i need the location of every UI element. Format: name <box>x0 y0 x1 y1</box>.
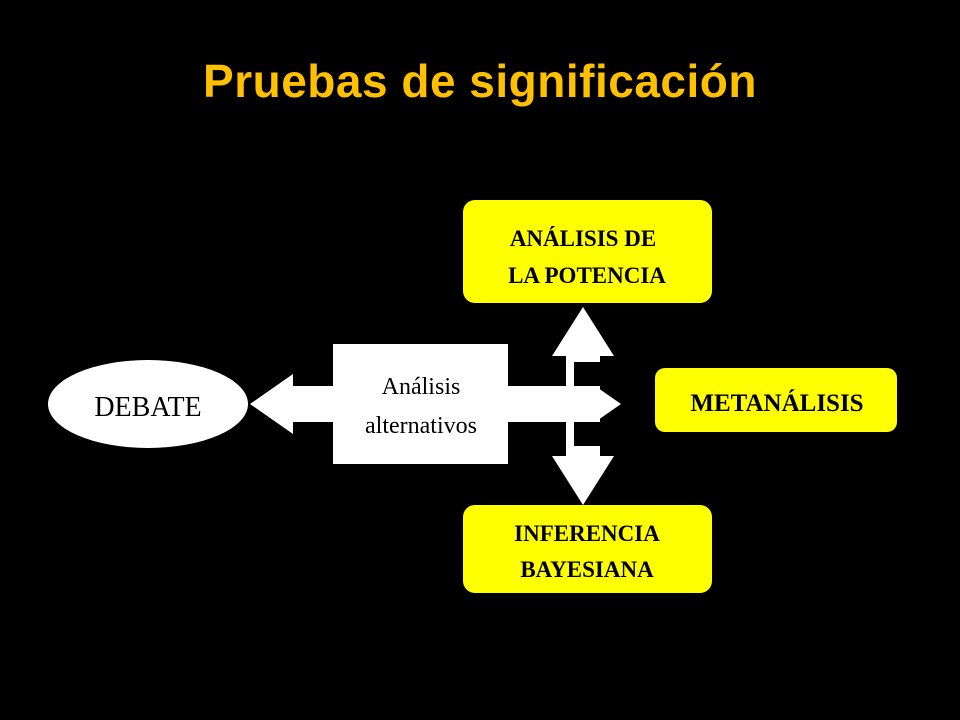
bayesian-inference-label-line1: INFERENCIA <box>514 521 660 546</box>
arrow-crossing-gap-lower <box>574 422 616 446</box>
debate-ellipse <box>48 360 248 448</box>
arrow-crossing-bar <box>576 386 592 422</box>
center-box-label-line2: alternativos <box>365 413 477 439</box>
power-analysis-label-line1: ANÁLISIS DE <box>510 226 656 251</box>
center-box <box>333 344 508 464</box>
metaanalysis-label: METANÁLISIS <box>690 389 863 417</box>
slide-title: Pruebas de significación <box>203 55 757 107</box>
bayesian-inference-label-line2: BAYESIANA <box>520 557 654 582</box>
metaanalysis-box <box>655 368 897 432</box>
center-box-label-line1: Análisis <box>382 374 461 400</box>
debate-label: DEBATE <box>94 392 201 423</box>
power-analysis-label-line2: LA POTENCIA <box>508 263 666 288</box>
power-analysis-box <box>463 200 712 303</box>
arrow-crossing-gap-upper <box>574 362 616 386</box>
bayesian-inference-box <box>463 505 712 593</box>
